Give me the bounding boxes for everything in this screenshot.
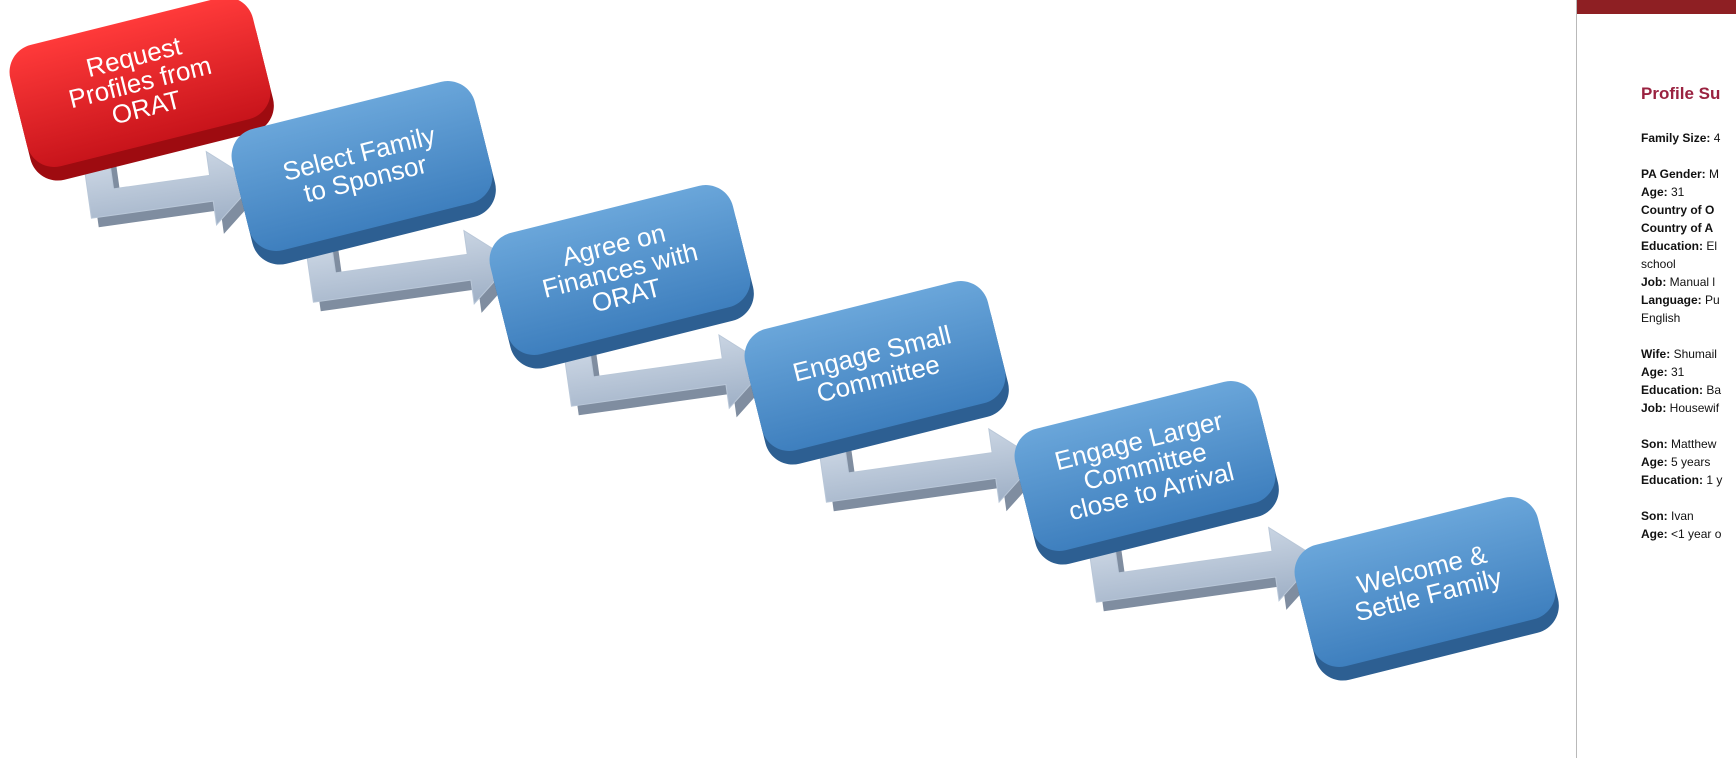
field-key: Country of A [1641, 221, 1714, 235]
field-value: English [1641, 311, 1681, 325]
field-value: Ba [1703, 383, 1722, 397]
field-key: Education: [1641, 473, 1703, 487]
field-key: Job: [1641, 401, 1667, 415]
field-value: 1 y [1703, 473, 1723, 487]
field-key: Language: [1641, 293, 1702, 307]
profile-field: Job: Manual l [1641, 273, 1736, 291]
profile-field: English [1641, 309, 1736, 327]
field-key: Age: [1641, 365, 1668, 379]
field-value: school [1641, 257, 1676, 271]
field-value: 5 years [1667, 455, 1711, 469]
field-key: Country of O [1641, 203, 1715, 217]
field-value: Manual l [1666, 275, 1716, 289]
profile-field: Son: Ivan [1641, 507, 1736, 525]
field-key: PA Gender: [1641, 167, 1706, 181]
field-key: Son: [1641, 509, 1668, 523]
field-value: Matthew [1667, 437, 1717, 451]
step-box: Welcome &Settle Family [1294, 497, 1559, 681]
profile-field: Age: 5 years [1641, 453, 1736, 471]
profile-field: PA Gender: M [1641, 165, 1736, 183]
profile-field: school [1641, 255, 1736, 273]
profile-field: Country of A [1641, 219, 1736, 237]
field-key: Age: [1641, 455, 1668, 469]
profile-field: Job: Housewif [1641, 399, 1736, 417]
profile-field: Education: El [1641, 237, 1736, 255]
profile-field: Family Size: 4 [1641, 129, 1736, 147]
field-key: Age: [1641, 527, 1668, 541]
profile-field: Age: 31 [1641, 363, 1736, 381]
field-value: Pu [1701, 293, 1720, 307]
profile-summary-title: Profile Su [1641, 84, 1721, 103]
field-key: Wife: [1641, 347, 1671, 361]
field-key: Education: [1641, 239, 1703, 253]
field-value: 31 [1667, 365, 1685, 379]
profile-field: Language: Pu [1641, 291, 1736, 309]
profile-field: Wife: Shumail [1641, 345, 1736, 363]
field-key: Son: [1641, 437, 1668, 451]
field-value: <1 year o [1667, 527, 1722, 541]
profile-field: Age: <1 year o [1641, 525, 1736, 543]
field-key: Family Size: [1641, 131, 1711, 145]
field-key: Job: [1641, 275, 1667, 289]
profile-field: Son: Matthew [1641, 435, 1736, 453]
profile-field: Age: 31 [1641, 183, 1736, 201]
field-value: Shumail [1670, 347, 1717, 361]
field-value: 31 [1667, 185, 1685, 199]
profile-field: Education: 1 y [1641, 471, 1736, 489]
field-value: M [1705, 167, 1720, 181]
field-key: Age: [1641, 185, 1668, 199]
field-spacer [1641, 417, 1736, 435]
field-value: El [1703, 239, 1718, 253]
field-key: Education: [1641, 383, 1703, 397]
profile-field: Education: Ba [1641, 381, 1736, 399]
field-spacer [1641, 489, 1736, 507]
field-spacer [1641, 327, 1736, 345]
field-value: 4 [1710, 131, 1721, 145]
field-value: Ivan [1667, 509, 1694, 523]
field-value: Housewif [1666, 401, 1720, 415]
field-spacer [1641, 147, 1736, 165]
profile-field: Country of O [1641, 201, 1736, 219]
panel-header-band [1577, 0, 1736, 14]
